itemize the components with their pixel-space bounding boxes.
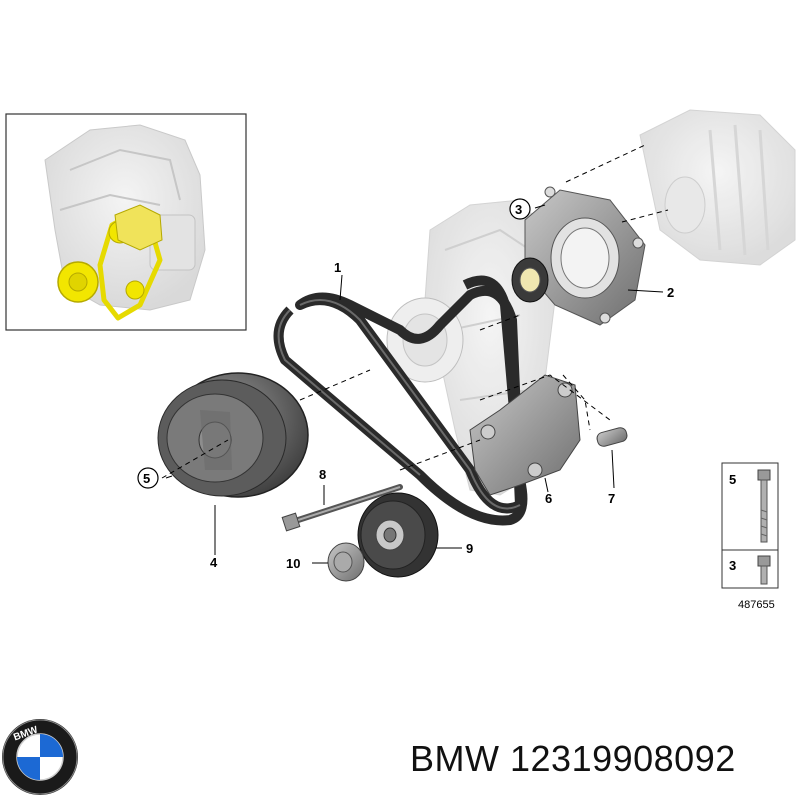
ribbed-belt xyxy=(273,275,528,526)
inset-belt-drive-highlight xyxy=(57,204,163,321)
plate-roller xyxy=(511,257,549,303)
svg-text:3: 3 xyxy=(515,202,522,217)
callout-8: 8 xyxy=(319,467,326,482)
mounting-plate xyxy=(524,186,646,326)
callout-9: 9 xyxy=(466,541,473,556)
idler-pulley xyxy=(357,492,439,578)
reference-number: 487655 xyxy=(738,599,775,611)
tensioner-bracket xyxy=(469,374,581,496)
svg-text:7: 7 xyxy=(608,491,615,506)
callout-4: 4 xyxy=(210,555,218,570)
legend-bolt-short-icon xyxy=(757,555,771,585)
svg-text:9: 9 xyxy=(466,541,473,556)
svg-text:6: 6 xyxy=(545,491,552,506)
part-title: BMW 12319908092 xyxy=(410,738,736,780)
callout-5: 5 xyxy=(137,467,159,489)
legend-bolt-long-icon xyxy=(757,469,771,543)
callout-1: 1 xyxy=(334,260,341,275)
crankshaft-pulley xyxy=(157,372,309,498)
parts-legend: 5 3 487655 xyxy=(721,462,779,611)
legend-item-top: 5 xyxy=(729,472,736,487)
svg-text:1: 1 xyxy=(334,260,341,275)
svg-text:8: 8 xyxy=(319,467,326,482)
svg-text:5: 5 xyxy=(143,471,150,486)
brand-name: BMW xyxy=(410,738,500,779)
bolt-long xyxy=(281,484,403,532)
inset-engine-view xyxy=(5,113,247,331)
ghost-alternator xyxy=(639,109,796,266)
callout-2: 2 xyxy=(667,285,674,300)
callout-6: 6 xyxy=(545,491,552,506)
svg-text:4: 4 xyxy=(210,555,218,570)
callout-10: 10 xyxy=(286,556,300,571)
leader-lines xyxy=(161,144,669,564)
legend-item-bottom: 3 xyxy=(729,558,736,573)
svg-text:10: 10 xyxy=(286,556,300,571)
cover-cap xyxy=(327,542,365,582)
part-number: 12319908092 xyxy=(510,738,736,779)
svg-text:2: 2 xyxy=(667,285,674,300)
sleeve-bushing xyxy=(596,427,628,447)
callout-3: 3 xyxy=(509,198,531,220)
bmw-logo: BMW xyxy=(2,719,78,795)
callout-7: 7 xyxy=(608,491,615,506)
